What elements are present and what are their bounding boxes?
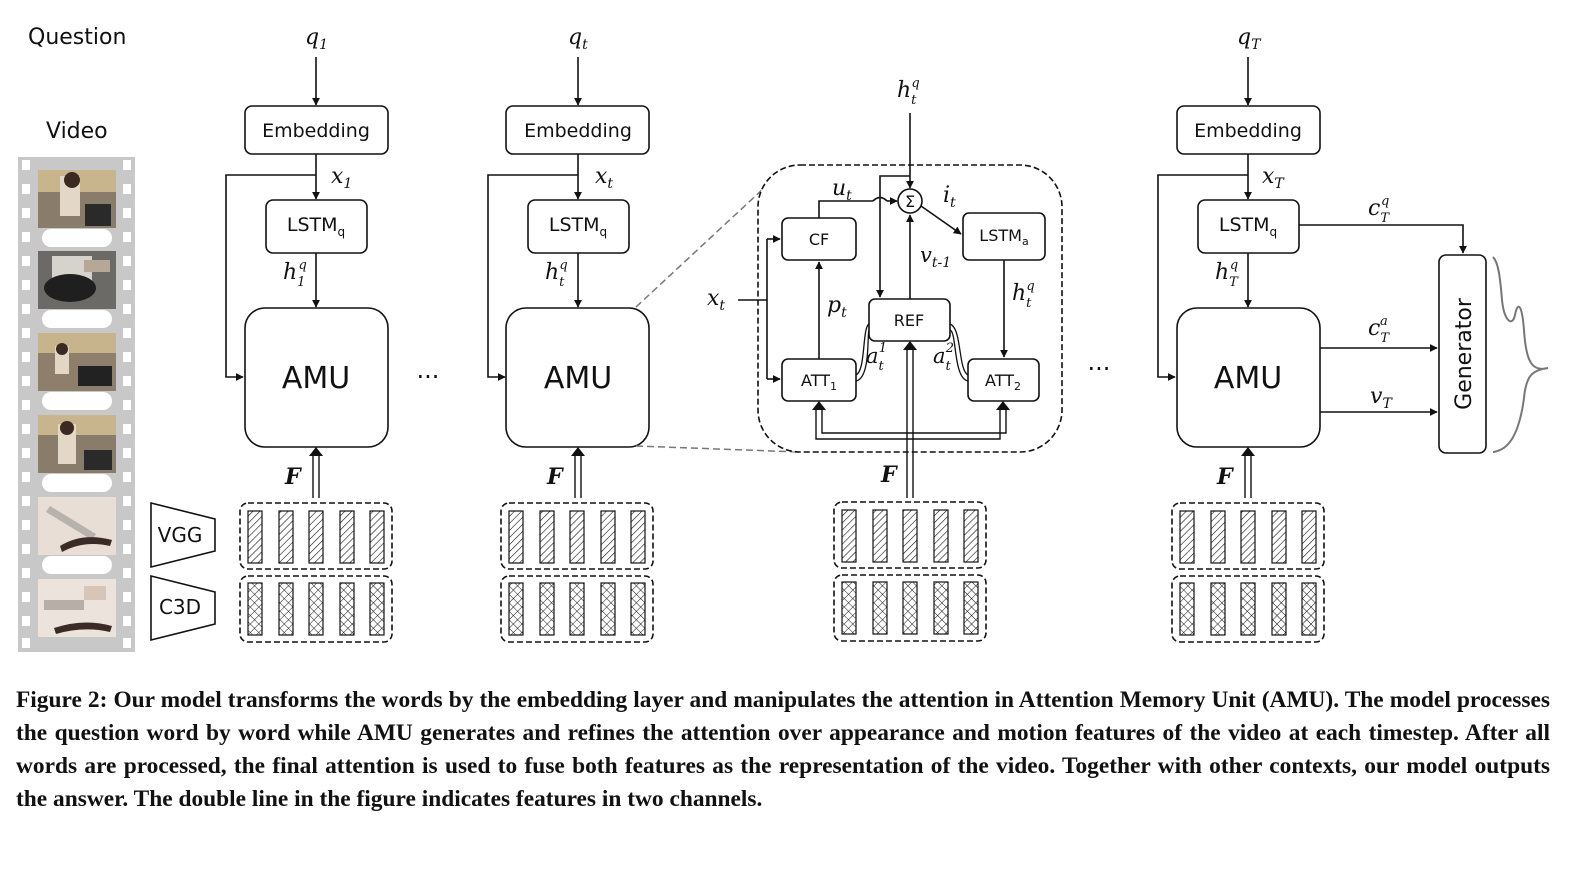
generator-box (1438, 254, 1487, 454)
appearance-feature-block (239, 502, 393, 570)
sum-node (897, 188, 923, 214)
embedded-word-xt-input: xt (707, 286, 725, 314)
amu-label: AMU (1214, 361, 1282, 396)
appearance-feature-block (833, 501, 987, 569)
lstm-a-label: LSTMa (979, 226, 1028, 248)
ellipsis-2: ... (1088, 348, 1111, 376)
question-word-q1: q1 (305, 25, 328, 53)
amu-detail: htq Σ CF LSTMa REF ATT1 ATT2 ut vt-1 it … (707, 76, 1063, 642)
c3d-extractor: C3D (150, 574, 216, 642)
hidden-state-hTq: hTq (1215, 258, 1239, 290)
timestep-column-1: q1 Embedding x1 LSTMq h1q AMU F (225, 25, 393, 643)
lstm-q-label: LSTMq (1219, 214, 1277, 239)
embedded-word-xt: xt (595, 164, 613, 192)
video-feature-vT: vT (1370, 384, 1393, 412)
amu-box (244, 307, 389, 448)
figure-caption: Figure 2: Our model transforms the words… (16, 687, 1550, 812)
lstm-a-hidden-htq: htq (1012, 279, 1035, 311)
timestep-column-t: qt Embedding xt LSTMq htq AMU F (487, 25, 654, 643)
features-label-f: F (546, 464, 564, 490)
att2-label: ATT2 (985, 371, 1021, 393)
vgg-label: VGG (158, 523, 203, 547)
features-label-f: F (284, 464, 302, 490)
question-word-qT: qT (1237, 25, 1262, 53)
amu-label: AMU (282, 361, 350, 396)
vgg-extractor: VGG (150, 501, 216, 569)
hidden-state-htq-input: htq (897, 76, 920, 108)
amu-box (505, 307, 650, 448)
video-frame (38, 170, 116, 228)
amu-box (1176, 307, 1321, 448)
video-frame (38, 333, 116, 391)
cf-label: CF (809, 230, 829, 249)
att2-box (967, 358, 1040, 402)
video-film-strip (18, 157, 135, 652)
c3d-label: C3D (159, 595, 201, 619)
attention-context-cTa: cTa (1368, 314, 1390, 346)
appearance-feature-block (500, 502, 654, 570)
motion-feature-block (239, 575, 393, 643)
features-label-f: F (1216, 464, 1234, 490)
ref-label: REF (894, 311, 924, 330)
features-label-f: F (880, 462, 898, 488)
embedding-label: Embedding (262, 120, 370, 142)
attention-at2: at2 (933, 341, 954, 374)
answer-distribution-curve (1492, 256, 1549, 453)
hidden-state-htq: htq (545, 258, 568, 290)
attention-at1: at1 (866, 341, 887, 374)
video-frame (38, 579, 116, 637)
lstm-q-label: LSTMq (549, 214, 607, 239)
question-row-label: Question (28, 25, 126, 50)
architecture-diagram: Question Video (18, 25, 1549, 652)
video-frame (38, 251, 116, 309)
zoom-line-bottom (635, 445, 801, 453)
question-word-qt: qt (568, 25, 588, 53)
video-frame (38, 415, 116, 473)
att1-label: ATT1 (801, 371, 837, 393)
hidden-state-h1q: h1q (283, 258, 307, 290)
sum-symbol: Σ (905, 192, 915, 211)
question-context-cTq: cTq (1368, 194, 1390, 226)
embedded-word-xT: xT (1262, 164, 1285, 192)
lstm-q-label: LSTMq (287, 214, 345, 239)
motion-feature-block (1171, 575, 1325, 643)
embedding-label: Embedding (524, 120, 632, 142)
embedding-label: Embedding (1194, 120, 1302, 142)
timestep-column-T: qT Embedding xT LSTMq hTq AMU F (1157, 25, 1467, 643)
video-frame (38, 497, 116, 555)
embedded-word-x1: x1 (331, 164, 352, 192)
generator: Generator (1438, 254, 1487, 454)
motion-feature-block (833, 574, 987, 642)
ellipsis-1: ... (417, 356, 440, 384)
amu-label: AMU (544, 361, 612, 396)
video-row-label: Video (46, 119, 108, 144)
motion-feature-block (500, 575, 654, 643)
generator-label: Generator (1452, 297, 1477, 410)
appearance-feature-block (1171, 502, 1325, 570)
